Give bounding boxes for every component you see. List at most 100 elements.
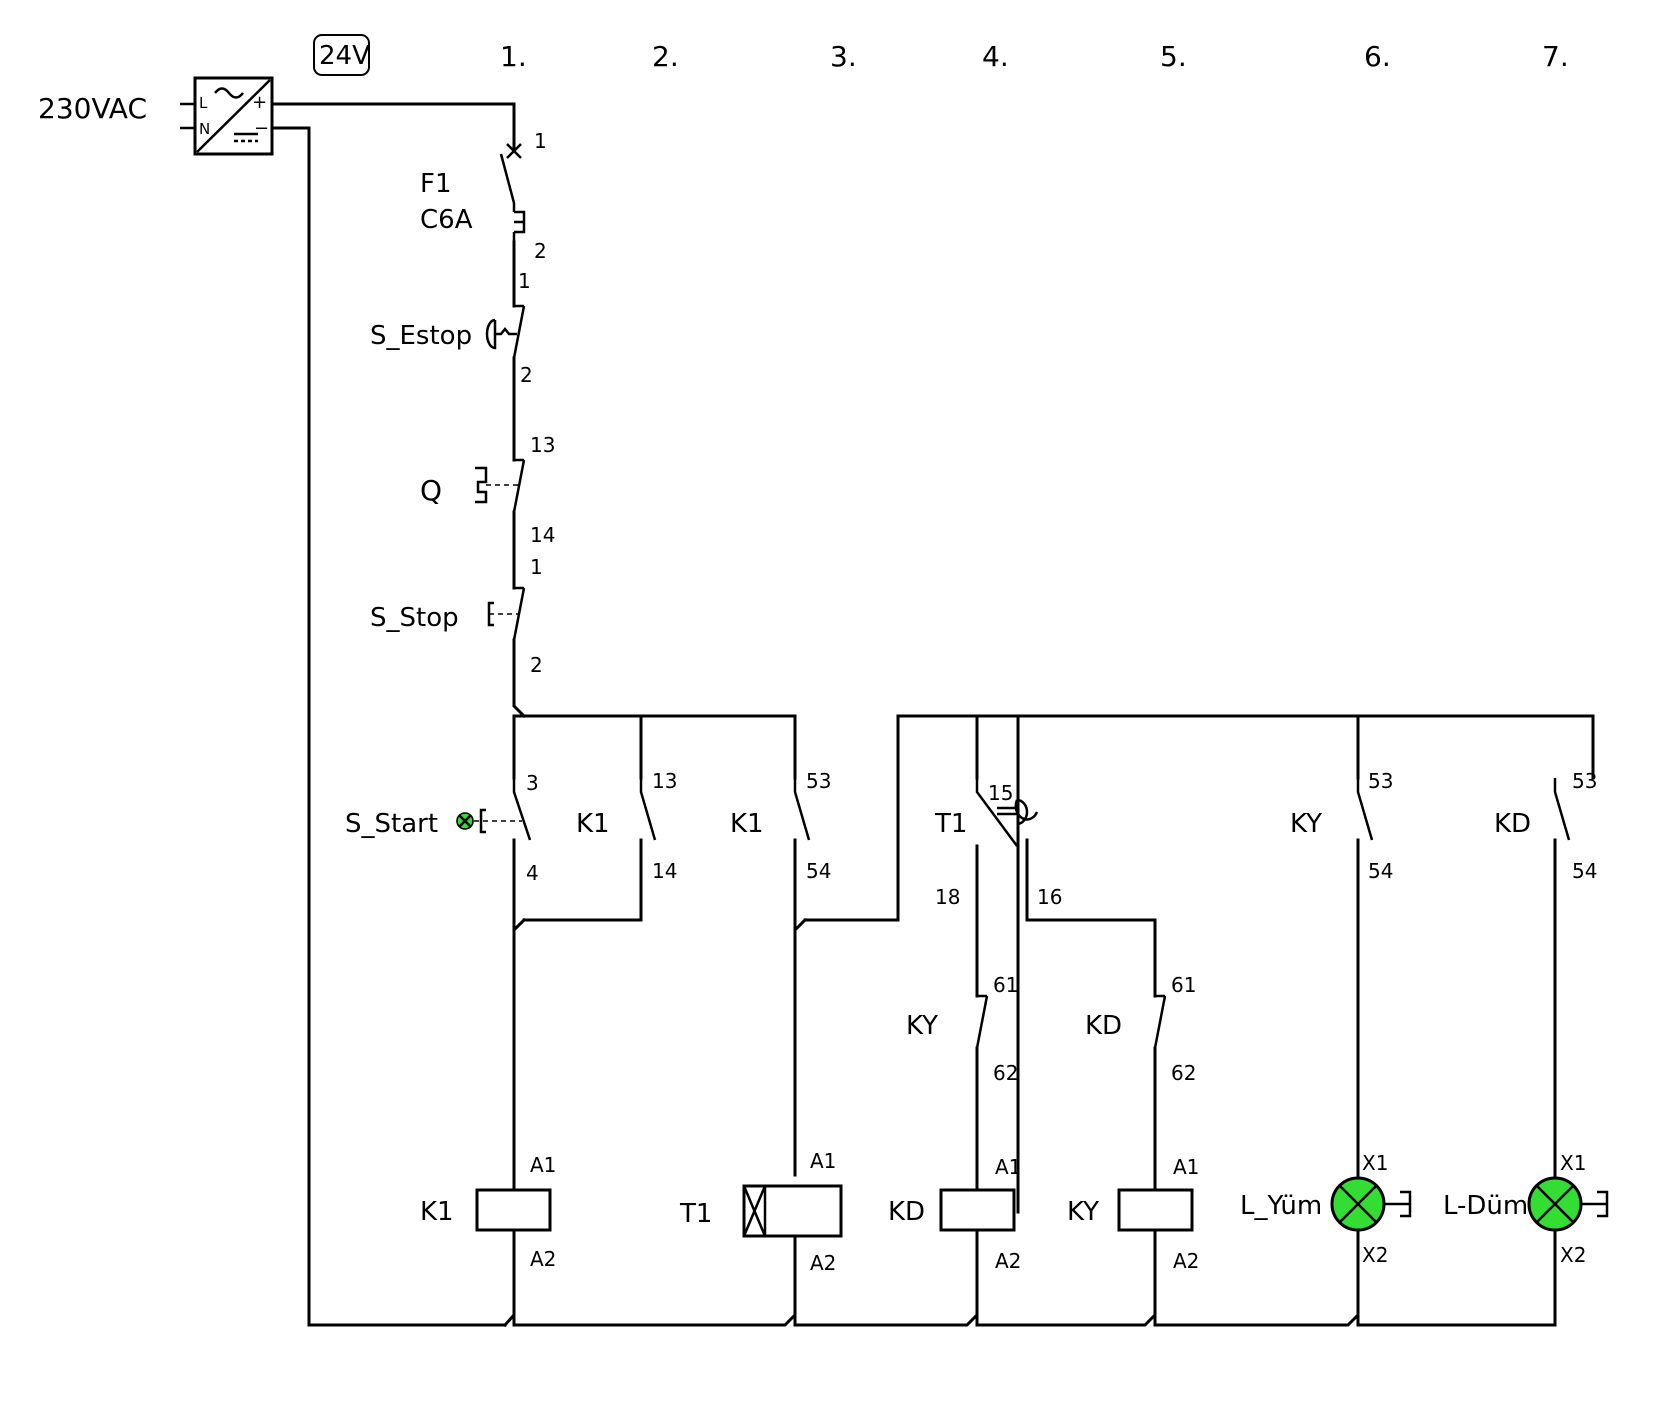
ky-interlock-terminal-top: 61: [993, 973, 1018, 997]
psu-minus-label: −: [254, 118, 269, 139]
l-dum-terminal-bottom: X2: [1560, 1243, 1586, 1267]
column-number: 1.: [500, 40, 527, 73]
k1-hold-terminal-bottom: 14: [652, 859, 677, 883]
ky-lamp-terminal-bottom: 54: [1368, 859, 1393, 883]
s-start-terminal-top: 3: [526, 771, 539, 795]
ky-lamp-terminal-top: 53: [1368, 769, 1393, 793]
k1-aux-contact: K1 53 54: [730, 714, 900, 1177]
kd-interlock-terminal-top: 61: [1171, 973, 1196, 997]
l-yum-name: L_Yüm: [1240, 1191, 1322, 1221]
thermal-overload-icon: [475, 466, 488, 504]
l-yum-terminal-top: X1: [1362, 1151, 1388, 1175]
ky-coil: KY A1 A2: [1067, 1155, 1199, 1317]
kd-coil-name: KD: [888, 1197, 925, 1227]
l-yum-lamp: L_Yüm X1 X2: [1240, 1151, 1412, 1327]
k1-aux-name: K1: [730, 809, 764, 839]
column-number: 5.: [1160, 40, 1187, 73]
power-supply: 230VAC L N + − 24V: [38, 34, 370, 156]
q-name: Q: [420, 474, 442, 507]
l-yum-terminal-bottom: X2: [1362, 1243, 1388, 1267]
ky-coil-name: KY: [1067, 1197, 1099, 1227]
s-start: S_Start 3 4: [345, 771, 539, 934]
output-voltage-label: 24V: [319, 41, 370, 71]
column-number: 7.: [1542, 40, 1569, 73]
k1-coil-terminal-top: A1: [530, 1153, 556, 1177]
ky-interlock-name: KY: [906, 1011, 938, 1041]
ky-interlock-terminal-bottom: 62: [993, 1061, 1018, 1085]
l-dum-lamp: L-Düm X1 X2: [1443, 1151, 1609, 1327]
psu-n-label: N: [199, 120, 210, 138]
t1-coil: T1 A1 A2: [679, 1149, 843, 1317]
t1-contact: T1 15 18 16: [934, 778, 1157, 998]
t1-terminal-nc: 16: [1037, 885, 1062, 909]
f1-terminal-bottom: 2: [534, 239, 547, 263]
t1-terminal-no: 18: [935, 885, 960, 909]
coil-icon: [939, 1188, 1016, 1232]
column-numbers: 1. 2. 3. 4. 5. 6. 7.: [500, 40, 1569, 73]
k1-coil: K1 A1 A2: [420, 1153, 556, 1317]
s-stop: S_Stop 1 2: [370, 555, 543, 719]
column-number: 3.: [830, 40, 857, 73]
l-dum-name: L-Düm: [1443, 1191, 1528, 1221]
output-voltage-badge: [313, 34, 370, 76]
ky-coil-terminal-bottom: A2: [1173, 1249, 1199, 1273]
kd-interlock-contact: KD 61 62: [1085, 973, 1196, 1192]
t1-terminal-common: 15: [988, 781, 1013, 805]
f1-terminal-top: 1: [534, 129, 547, 153]
column-number: 6.: [1364, 40, 1391, 73]
ky-coil-terminal-top: A1: [1173, 1155, 1199, 1179]
time-delay-icon: [997, 798, 1029, 826]
s-estop-name: S_Estop: [370, 321, 472, 351]
t1-coil-name: T1: [679, 1199, 712, 1229]
t1-coil-terminal-top: A1: [810, 1149, 836, 1173]
s-estop: S_Estop 1 2: [370, 269, 533, 462]
s-stop-name: S_Stop: [370, 603, 459, 633]
t1-coil-terminal-bottom: A2: [810, 1251, 836, 1275]
k1-coil-name: K1: [420, 1197, 454, 1227]
coil-icon: [1117, 1188, 1194, 1232]
s-start-name: S_Start: [345, 809, 438, 839]
kd-interlock-terminal-bottom: 62: [1171, 1061, 1196, 1085]
t1-contact-name: T1: [934, 809, 967, 839]
column-number: 2.: [652, 40, 679, 73]
supply-wiring: [270, 102, 516, 1327]
coil-icon: [475, 1188, 552, 1232]
circuit-breaker-icon: [499, 143, 526, 242]
kd-coil: KD A1 A2: [888, 1155, 1021, 1317]
top-bus: [512, 714, 1595, 1214]
kd-coil-terminal-bottom: A2: [995, 1249, 1021, 1273]
kd-lamp-terminal-top: 53: [1572, 769, 1597, 793]
kd-interlock-name: KD: [1085, 1011, 1122, 1041]
f1-name: F1: [420, 169, 452, 199]
k1-hold-name: K1: [576, 809, 610, 839]
k1-hold-contact: K1 13 14: [522, 769, 677, 922]
input-voltage-label: 230VAC: [38, 92, 147, 125]
k1-coil-terminal-bottom: A2: [530, 1247, 556, 1271]
s-estop-terminal-bottom: 2: [520, 363, 533, 387]
on-delay-timer-coil-icon: [742, 1184, 843, 1238]
bottom-bus: [502, 1311, 1557, 1328]
s-estop-terminal-top: 1: [518, 269, 531, 293]
k1-aux-terminal-top: 53: [806, 769, 831, 793]
l-dum-terminal-top: X1: [1560, 1151, 1586, 1175]
pushbutton-icon: [479, 808, 486, 834]
ky-interlock-contact: KY 61 62: [906, 973, 1018, 1192]
k1-hold-terminal-top: 13: [652, 769, 677, 793]
f1-breaker: F1 C6A 1 2: [420, 129, 547, 308]
s-stop-terminal-top: 1: [530, 555, 543, 579]
kd-lamp-contact: KD 53 54: [1494, 769, 1597, 1180]
s-start-terminal-bottom: 4: [526, 861, 539, 885]
k1-aux-terminal-bottom: 54: [806, 859, 831, 883]
column-number: 4.: [982, 40, 1009, 73]
kd-lamp-contact-name: KD: [1494, 809, 1531, 839]
s-stop-terminal-bottom: 2: [530, 653, 543, 677]
kd-coil-terminal-top: A1: [995, 1155, 1021, 1179]
f1-rating: C6A: [420, 205, 473, 235]
ky-lamp-contact: KY 53 54: [1290, 769, 1393, 1180]
ky-lamp-contact-name: KY: [1290, 809, 1322, 839]
psu-plus-label: +: [252, 92, 267, 113]
kd-lamp-terminal-bottom: 54: [1572, 859, 1597, 883]
q-terminal-bottom: 14: [530, 523, 555, 547]
mushroom-pushbutton-icon: [485, 318, 517, 350]
